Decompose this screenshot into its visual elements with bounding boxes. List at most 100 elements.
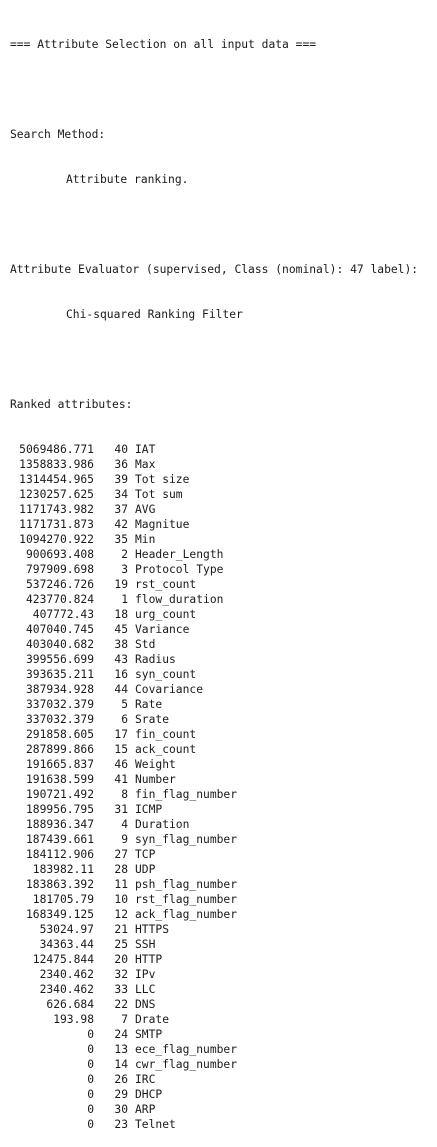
attribute-score: 1171731.873 <box>19 518 94 531</box>
attribute-name: ARP <box>135 1103 156 1116</box>
attribute-score: 287899.866 <box>25 743 94 756</box>
attribute-name: ack_flag_number <box>135 908 238 921</box>
attribute-index: 21 <box>114 923 128 936</box>
attribute-index: 31 <box>114 803 128 816</box>
attribute-name: Header_Length <box>135 548 224 561</box>
attribute-score: 5069486.771 <box>19 443 94 456</box>
ranked-attribute-row: 184112.906 27 TCP <box>10 847 435 862</box>
attribute-index: 16 <box>114 668 128 681</box>
attribute-index: 8 <box>121 788 128 801</box>
attribute-index: 13 <box>114 1043 128 1056</box>
attribute-name: fin_count <box>135 728 197 741</box>
attribute-index: 12 <box>114 908 128 921</box>
attribute-score: 337032.379 <box>25 698 94 711</box>
attribute-index: 9 <box>121 833 128 846</box>
attribute-index: 27 <box>114 848 128 861</box>
attribute-selection-output[interactable]: === Attribute Selection on all input dat… <box>10 7 435 1147</box>
attribute-name: Weight <box>135 758 176 771</box>
attribute-index: 40 <box>114 443 128 456</box>
attribute-score: 181705.79 <box>32 893 94 906</box>
attribute-index: 32 <box>114 968 128 981</box>
attribute-score: 1314454.965 <box>19 473 94 486</box>
attribute-index: 38 <box>114 638 128 651</box>
attribute-index: 10 <box>114 893 128 906</box>
attribute-name: fin_flag_number <box>135 788 238 801</box>
attribute-score: 393635.211 <box>25 668 94 681</box>
attribute-score: 537246.726 <box>25 578 94 591</box>
attribute-score: 184112.906 <box>25 848 94 861</box>
attribute-index: 25 <box>114 938 128 951</box>
attribute-index: 15 <box>114 743 128 756</box>
attribute-name: UDP <box>135 863 156 876</box>
attribute-index: 41 <box>114 773 128 786</box>
blank-line <box>10 217 435 232</box>
attribute-score: 0 <box>87 1118 94 1131</box>
attribute-index: 34 <box>114 488 128 501</box>
attribute-name: Protocol Type <box>135 563 224 576</box>
attribute-score: 0 <box>87 1028 94 1041</box>
attribute-score: 1358833.986 <box>19 458 94 471</box>
attribute-name: TCP <box>135 848 156 861</box>
attribute-score: 900693.408 <box>25 548 94 561</box>
attribute-score: 190721.492 <box>25 788 94 801</box>
attribute-name: Variance <box>135 623 190 636</box>
attribute-name: Number <box>135 773 176 786</box>
attribute-index: 23 <box>114 1118 128 1131</box>
attribute-index: 28 <box>114 863 128 876</box>
attribute-index: 7 <box>121 1013 128 1026</box>
output-title: === Attribute Selection on all input dat… <box>10 38 317 51</box>
attribute-name: Radius <box>135 653 176 666</box>
attribute-score: 1171743.982 <box>19 503 94 516</box>
attribute-score: 0 <box>87 1073 94 1086</box>
attribute-name: DNS <box>135 998 156 1011</box>
ranked-attributes-label: Ranked attributes: <box>10 398 133 411</box>
search-method-value: Attribute ranking. <box>66 173 189 186</box>
attribute-index: 22 <box>114 998 128 1011</box>
attribute-score: 0 <box>87 1103 94 1116</box>
attribute-index: 42 <box>114 518 128 531</box>
attribute-index: 5 <box>121 698 128 711</box>
attribute-name: urg_count <box>135 608 197 621</box>
attribute-index: 11 <box>114 878 128 891</box>
attribute-score: 399556.699 <box>25 653 94 666</box>
attribute-index: 3 <box>121 563 128 576</box>
attribute-score: 189956.795 <box>25 803 94 816</box>
attribute-name: syn_flag_number <box>135 833 238 846</box>
attribute-name: SMTP <box>135 1028 163 1041</box>
attribute-score: 0 <box>87 1043 94 1056</box>
attribute-name: IRC <box>135 1073 156 1086</box>
attribute-index: 24 <box>114 1028 128 1041</box>
attribute-name: Max <box>135 458 156 471</box>
attribute-name: HTTP <box>135 953 163 966</box>
attribute-index: 33 <box>114 983 128 996</box>
attribute-name: Min <box>135 533 156 546</box>
ranked-attribute-row: 190721.492 8 fin_flag_number <box>10 787 435 802</box>
attribute-name: Covariance <box>135 683 204 696</box>
attribute-index: 26 <box>114 1073 128 1086</box>
attribute-score: 193.98 <box>53 1013 94 1026</box>
attribute-name: Drate <box>135 1013 170 1026</box>
attribute-name: ICMP <box>135 803 163 816</box>
